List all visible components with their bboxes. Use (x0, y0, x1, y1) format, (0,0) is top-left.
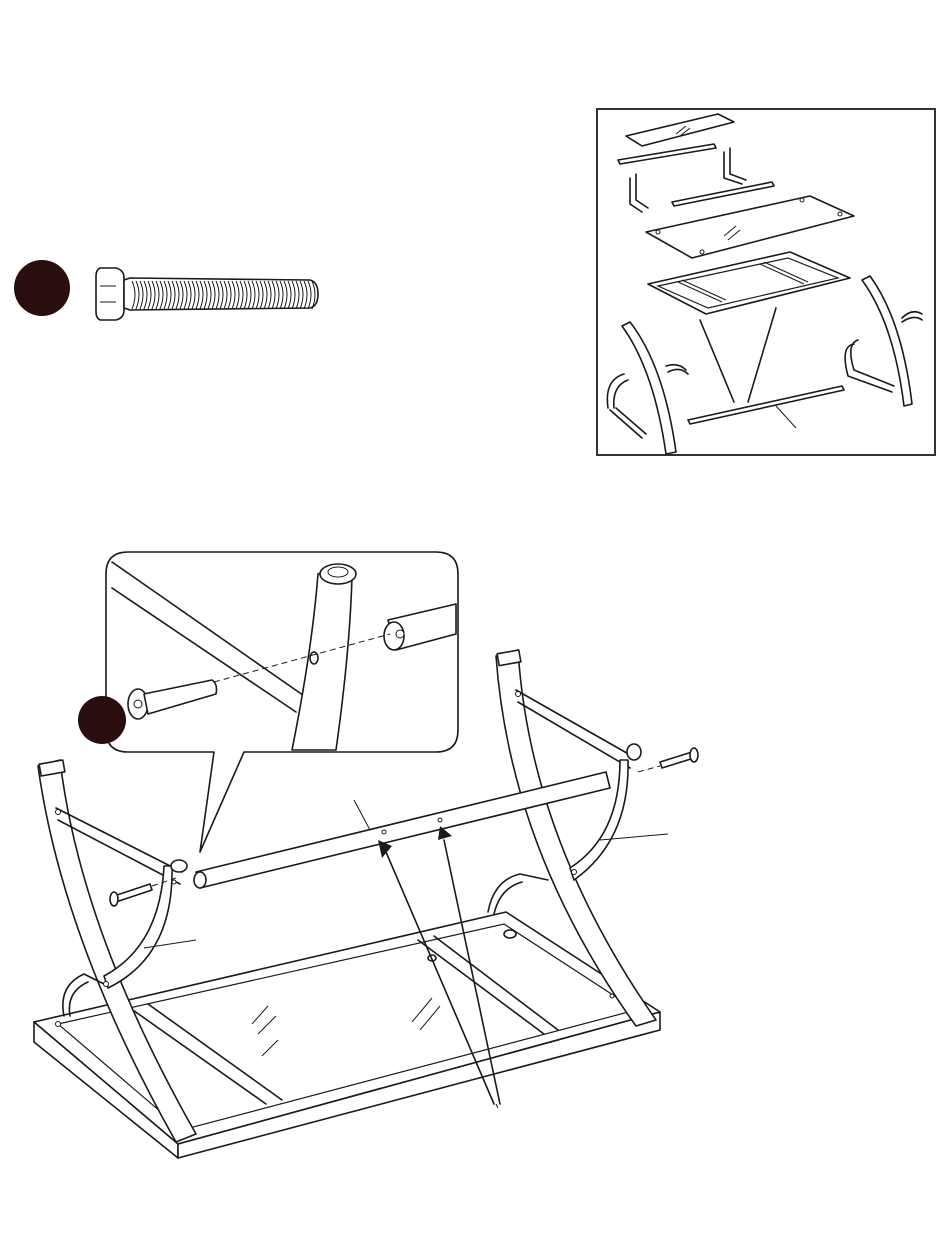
right-screw-icon (638, 748, 698, 772)
detail-callout (78, 552, 458, 852)
hardware-badge (14, 260, 70, 316)
bolt-large-icon (96, 268, 318, 320)
overview-box (596, 108, 936, 456)
hardware-legend (0, 0, 420, 360)
detail-badge (78, 696, 126, 744)
assembly-diagram (0, 540, 950, 1240)
